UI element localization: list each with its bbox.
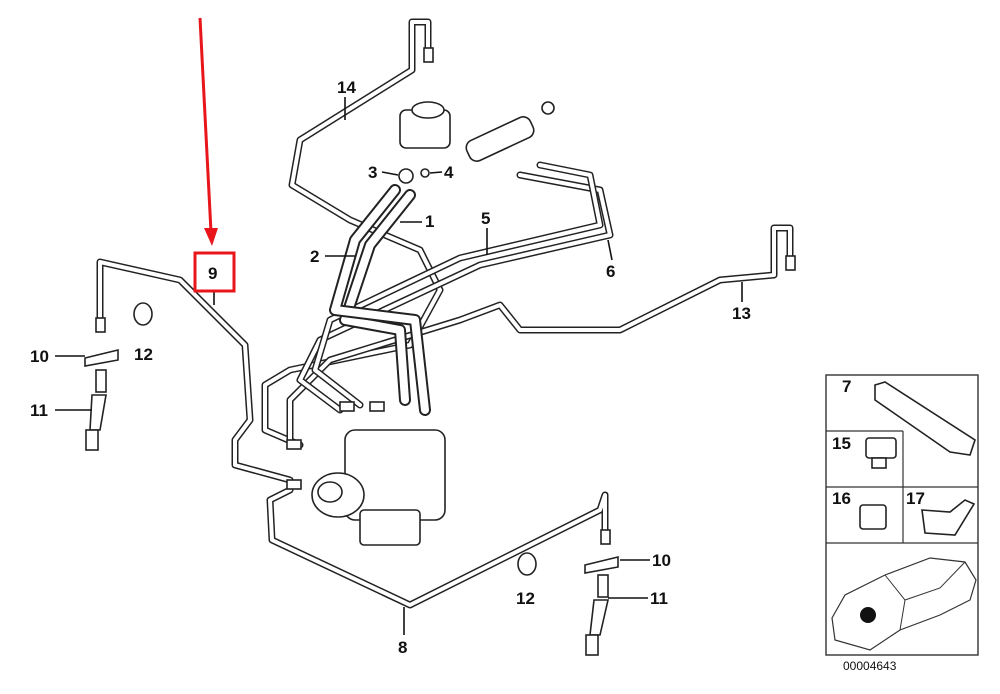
callout-6: 6 [606, 262, 615, 281]
bracket-10-right [584, 555, 619, 574]
brake-hose-11-right [585, 574, 610, 656]
leader-lines [55, 97, 743, 635]
clip-16 [859, 504, 887, 530]
callout-11-right: 11 [650, 589, 668, 608]
grommet-12-right [517, 552, 537, 576]
callout-11-left: 11 [30, 401, 48, 420]
callout-13: 13 [732, 304, 751, 323]
inset-callout-7: 7 [842, 377, 851, 396]
inset-panel: 7 15 16 17 00004643 [825, 374, 979, 673]
brake-hose-11-left [85, 369, 107, 451]
callout-12-right: 12 [516, 589, 535, 608]
clip-15 [865, 437, 897, 469]
hose-1-2 [329, 184, 431, 416]
callout-3: 3 [368, 163, 377, 182]
inset-callout-16: 16 [832, 489, 851, 508]
pipe-9 [96, 258, 294, 484]
car-location-icon [831, 557, 977, 651]
callout-12-left: 12 [134, 345, 153, 364]
grommet-4 [420, 168, 430, 178]
callout-8: 8 [398, 638, 407, 657]
grommet-12-left [133, 302, 153, 326]
pipe-13 [286, 224, 794, 444]
grommet-3 [398, 168, 414, 184]
reservoir [399, 101, 451, 149]
brake-pipes [96, 18, 794, 609]
pipe-8 [266, 486, 609, 609]
clip-17 [921, 499, 976, 536]
clip-7 [874, 381, 976, 456]
fittings [95, 47, 796, 545]
callout-14: 14 [337, 78, 356, 97]
callout-10-left: 10 [30, 347, 49, 366]
callout-5: 5 [481, 209, 490, 228]
callout-4: 4 [444, 163, 454, 182]
diagram-code: 00004643 [843, 659, 897, 673]
master-cylinder [465, 101, 555, 162]
pipe-6 [311, 161, 604, 409]
callout-9: 9 [208, 264, 217, 283]
red-arrow-icon [198, 17, 218, 246]
highlight-box [193, 251, 236, 293]
abs-unit [311, 429, 446, 546]
inset-callout-15: 15 [832, 434, 851, 453]
inset-callout-17: 17 [906, 489, 925, 508]
callout-1: 1 [425, 212, 434, 231]
bracket-10-left [84, 348, 119, 367]
callout-10-right: 10 [652, 551, 671, 570]
pipe-5 [296, 171, 614, 414]
callout-2: 2 [310, 247, 319, 266]
